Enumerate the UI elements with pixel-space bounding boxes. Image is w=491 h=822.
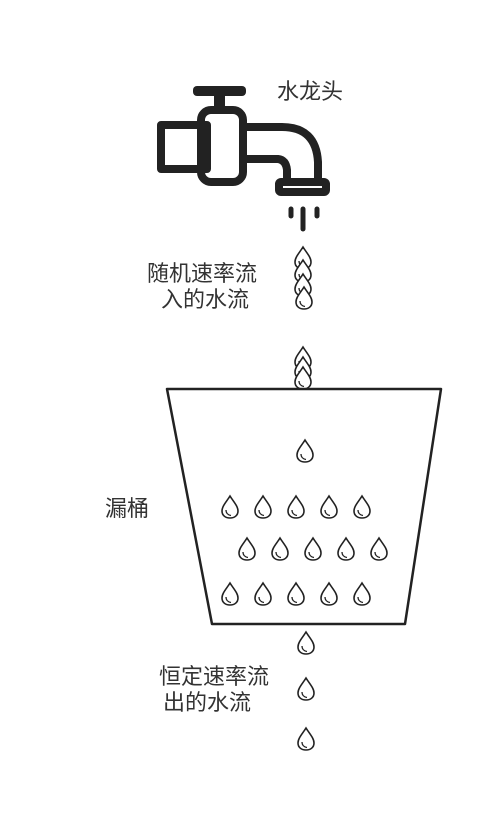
outflow-label-line-2: 出的水流 (163, 691, 252, 716)
faucet-icon (157, 86, 330, 232)
water-drop-icon (221, 582, 239, 606)
water-drop-icon (320, 582, 338, 606)
bucket-water-drops (221, 439, 388, 606)
water-drop-icon (337, 537, 355, 561)
outflow-label-line-1: 恒定速率流 (159, 665, 270, 690)
outflow-drops (297, 631, 315, 751)
bucket-label: 漏桶 (105, 497, 150, 522)
inflow-label-line-1: 随机速率流 (147, 262, 258, 287)
water-drop-icon (370, 537, 388, 561)
water-drop-icon (254, 582, 272, 606)
water-drop-icon (320, 495, 338, 519)
water-drop-icon (297, 727, 315, 751)
water-drop-icon (254, 495, 272, 519)
water-drop-icon (297, 677, 315, 701)
water-drop-icon (238, 537, 256, 561)
water-drop-icon (221, 495, 239, 519)
water-drop-icon (297, 631, 315, 655)
water-drop-icon (287, 582, 305, 606)
water-drop-icon (271, 537, 289, 561)
inflow-drops (294, 246, 313, 390)
water-drop-icon (353, 495, 371, 519)
inflow-label: 随机速率流 入的水流 (147, 262, 257, 314)
bucket-icon (165, 387, 443, 626)
inflow-label-line-2: 入的水流 (161, 288, 250, 313)
faucet-label: 水龙头 (277, 80, 344, 105)
water-drop-icon (304, 537, 322, 561)
water-drop-icon (287, 495, 305, 519)
water-drop-icon (296, 439, 314, 463)
outflow-label: 恒定速率流 出的水流 (159, 665, 269, 717)
water-drop-icon (353, 582, 371, 606)
